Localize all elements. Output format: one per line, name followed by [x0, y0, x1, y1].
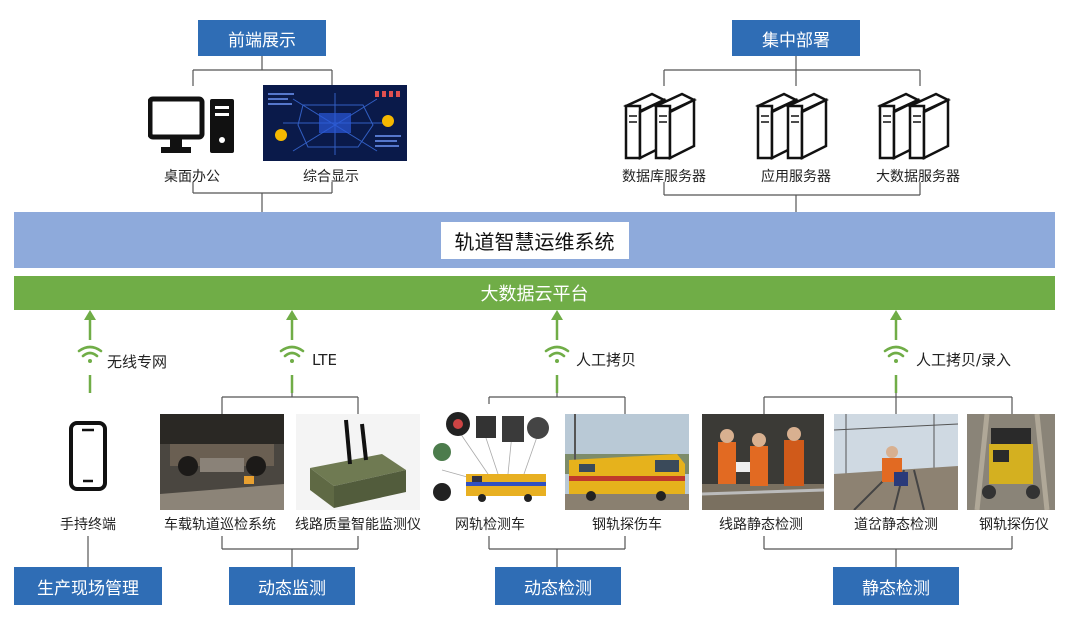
server-icon	[623, 92, 697, 161]
switch-static-label: 道岔静态检测	[854, 517, 938, 533]
server-icon	[877, 92, 951, 161]
manual-copy-entry-label: 人工拷贝/录入	[916, 351, 1012, 369]
frontend-display-title: 前端展示	[228, 30, 296, 51]
up-arrow-icon	[890, 310, 902, 393]
up-arrow-icon	[84, 310, 96, 393]
wireless-network-label: 无线专网	[107, 353, 168, 371]
static-detection-title: 静态检测	[862, 578, 930, 599]
site-management-title: 生产现场管理	[37, 578, 139, 599]
onboard-inspection-label: 车载轨道巡检系统	[164, 517, 276, 533]
frontend-display-box: 前端展示	[198, 20, 326, 56]
line-quality-monitor-photo	[296, 414, 420, 510]
manual-copy-label: 人工拷贝	[576, 351, 637, 369]
dynamic-detection-title: 动态检测	[524, 578, 592, 599]
desktop-computer-icon	[148, 96, 234, 153]
wifi-signal-icon	[544, 345, 570, 363]
database-server-label: 数据库服务器	[622, 169, 706, 185]
onboard-inspection-photo	[160, 414, 284, 510]
system-bar: 轨道智慧运维系统	[14, 212, 1055, 268]
line-static-label: 线路静态检测	[719, 517, 803, 533]
central-deploy-box: 集中部署	[732, 20, 860, 56]
wifi-signal-icon	[883, 345, 909, 363]
net-inspection-car-label: 网轨检测车	[455, 517, 525, 533]
dynamic-monitoring-title: 动态监测	[258, 578, 326, 599]
central-deploy-title: 集中部署	[762, 30, 830, 51]
line-quality-label: 线路质量智能监测仪	[295, 517, 421, 533]
cloud-platform-bar: 大数据云平台	[14, 276, 1055, 310]
wifi-signal-icon	[279, 345, 305, 363]
smartphone-icon	[69, 421, 107, 491]
system-bar-title: 轨道智慧运维系统	[440, 221, 629, 259]
application-server-label: 应用服务器	[761, 169, 831, 185]
desktop-office-label: 桌面办公	[164, 169, 220, 185]
rail-flaw-instrument-photo	[967, 414, 1055, 510]
cloud-platform-title: 大数据云平台	[480, 284, 589, 305]
wifi-signal-icon	[77, 345, 103, 363]
rail-flaw-instrument-label: 钢轨探伤仪	[979, 517, 1049, 533]
line-static-inspection-photo	[702, 414, 824, 510]
rail-flaw-car-photo	[565, 414, 689, 510]
switch-static-inspection-photo	[834, 414, 958, 510]
up-arrow-icon	[551, 310, 563, 393]
net-inspection-car-photo	[428, 404, 556, 510]
dynamic-monitoring-box: 动态监测	[229, 567, 355, 605]
up-arrow-icon	[286, 310, 298, 393]
site-management-box: 生产现场管理	[14, 567, 162, 605]
rail-flaw-car-label: 钢轨探伤车	[592, 517, 662, 533]
bigdata-server-label: 大数据服务器	[876, 169, 960, 185]
handheld-terminal-label: 手持终端	[60, 517, 116, 533]
lte-label: LTE	[312, 351, 337, 369]
dynamic-detection-box: 动态检测	[495, 567, 621, 605]
dashboard-screen-icon	[263, 85, 407, 161]
server-icon	[755, 92, 829, 161]
comprehensive-display-label: 综合显示	[303, 169, 359, 185]
static-detection-box: 静态检测	[833, 567, 959, 605]
